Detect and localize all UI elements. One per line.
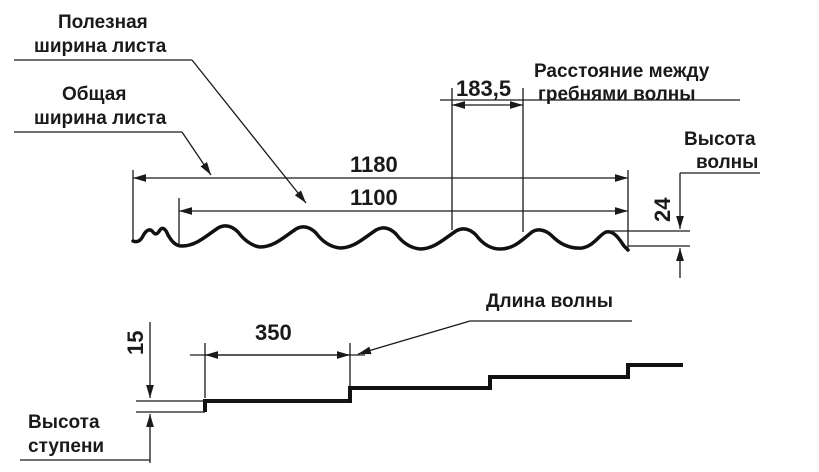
crest-distance-label-1: Расстояние между [534, 61, 710, 82]
wave-cross-section [131, 224, 630, 252]
useful-width-label-1: Полезная [58, 12, 148, 33]
total-width-leader [181, 131, 212, 176]
useful-width-leader [191, 59, 307, 204]
step-height-value: 15 [123, 331, 148, 355]
step-profile [203, 363, 683, 412]
useful-width-value: 1100 [350, 185, 398, 210]
crest-distance-value: 183,5 [456, 76, 511, 101]
useful-width-label-2: ширина листа [34, 36, 167, 57]
crest-distance-label-2: гребнями волны [538, 84, 695, 105]
step-profile-line [203, 363, 683, 412]
step-length-value: 350 [255, 320, 292, 345]
wave-length-label: Длина волны [486, 291, 613, 312]
total-width-label-1: Общая [62, 84, 126, 105]
wave-height-value: 24 [650, 197, 675, 222]
wave-profile-line [131, 224, 630, 252]
step-height-label-1: Высота [28, 412, 100, 433]
total-width-value: 1180 [350, 152, 398, 177]
wave-height-label-1: Высота [684, 129, 756, 150]
wave-length-leader [357, 320, 471, 355]
total-width-label-2: ширина листа [34, 108, 167, 129]
wave-height-label-2: волны [696, 152, 758, 173]
step-height-label-2: ступени [28, 436, 104, 457]
